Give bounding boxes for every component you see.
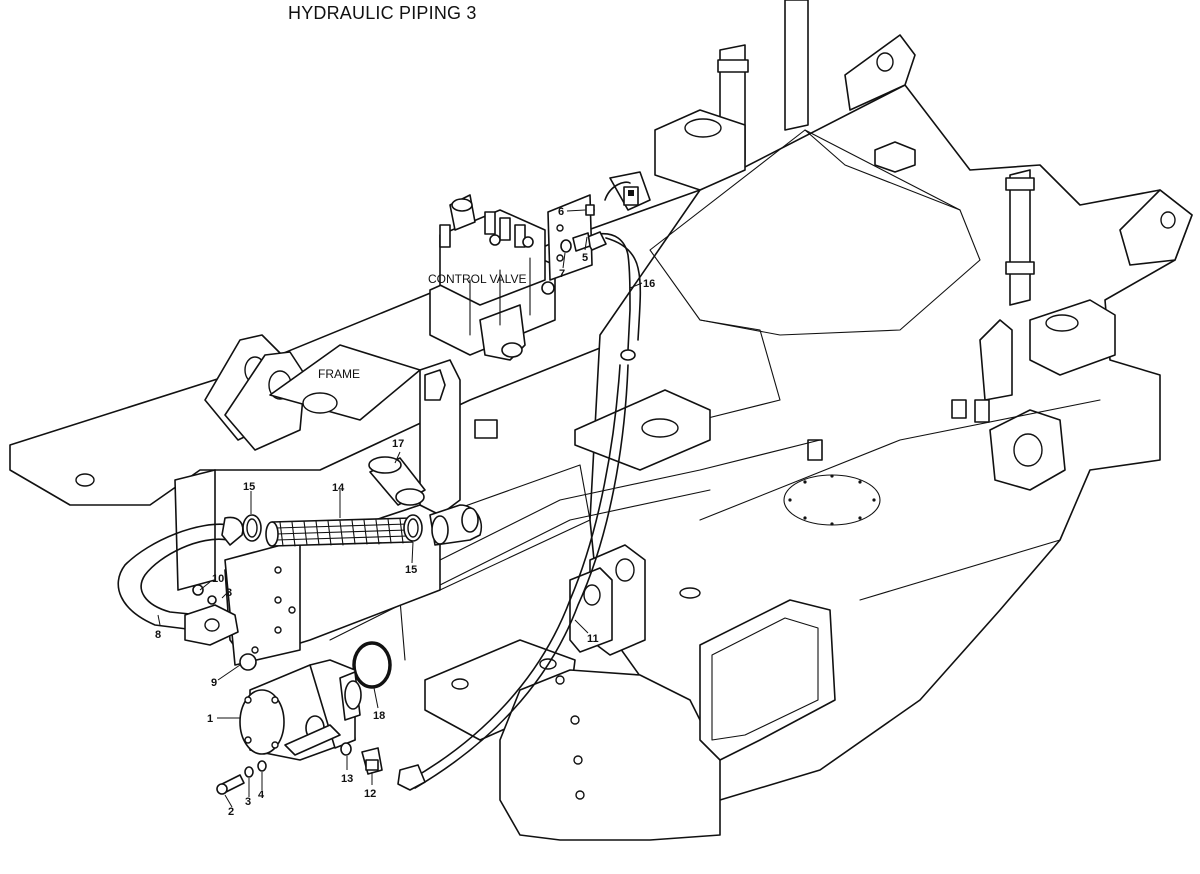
diagram-title: HYDRAULIC PIPING 3 [288, 3, 477, 23]
control-valve [429, 194, 556, 361]
valve-bracket [547, 171, 651, 281]
hose-assembly [397, 231, 642, 791]
leader-lines [157, 209, 643, 808]
o-ring-9 [239, 653, 257, 671]
callout-15-right: 15 [405, 564, 417, 576]
callout-3-lower: 3 [245, 796, 251, 808]
suction-hose-14 [265, 517, 413, 547]
callout-18: 18 [373, 710, 385, 722]
fitting-5-6-7 [560, 204, 595, 253]
callout-6: 6 [558, 206, 564, 218]
o-ring-18 [352, 641, 392, 689]
callout-14: 14 [332, 482, 345, 494]
callout-1: 1 [207, 713, 213, 725]
bolts-2-3-4 [216, 760, 267, 795]
machine-frame [9, 0, 1193, 841]
callout-3-upper: 3 [226, 587, 232, 599]
hydraulic-pump-1 [239, 659, 362, 761]
pump-fittings-12-13 [340, 742, 383, 775]
callout-8: 8 [155, 629, 161, 641]
callout-7: 7 [559, 268, 565, 280]
callout-9: 9 [211, 677, 217, 689]
callout-5: 5 [582, 252, 588, 264]
callout-17: 17 [392, 438, 404, 450]
callout-13: 13 [341, 773, 353, 785]
callout-16: 16 [643, 278, 655, 290]
callout-15-left: 15 [243, 481, 255, 493]
strainer-17 [368, 456, 426, 506]
frame-label: FRAME [318, 367, 360, 381]
suction-pipe-8 [117, 516, 244, 646]
callout-numbers: 1 2 3 3 4 5 6 7 8 9 10 11 12 13 14 15 15… [155, 206, 655, 818]
callout-12: 12 [364, 788, 376, 800]
callout-4: 4 [258, 789, 265, 801]
callout-2: 2 [228, 806, 234, 818]
callout-10: 10 [212, 573, 224, 585]
pipe-elbow-right [429, 504, 482, 546]
control-valve-label: CONTROL VALVE [428, 272, 526, 286]
hose-clamps-15 [242, 514, 423, 542]
callout-11: 11 [587, 633, 599, 645]
